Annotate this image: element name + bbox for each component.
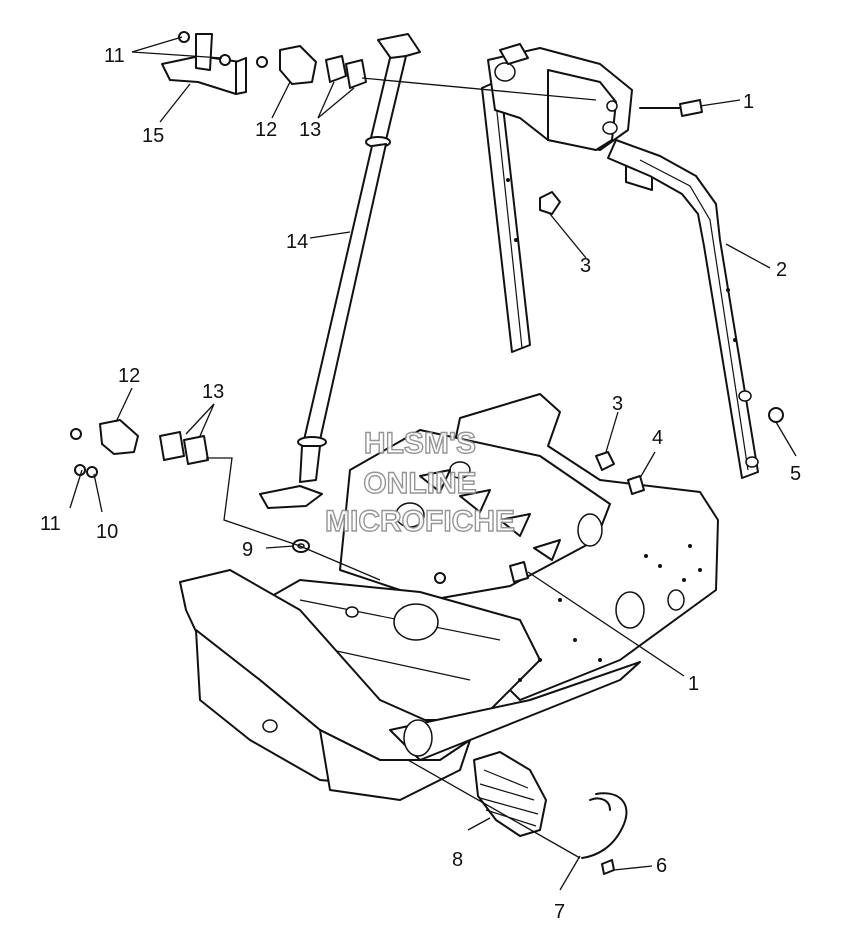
callout-12-left: 12 [118, 365, 140, 387]
bushings-top [256, 45, 367, 89]
bushings-left [70, 419, 209, 478]
callout-15: 15 [142, 125, 164, 147]
callout-3-upper: 3 [580, 255, 591, 277]
callout-5: 5 [790, 463, 801, 485]
callout-8: 8 [452, 849, 463, 871]
callout-7: 7 [554, 901, 565, 923]
callout-14: 14 [286, 231, 308, 253]
fasteners-frame [434, 451, 645, 584]
callout-11-top: 11 [104, 45, 125, 67]
boot-clamp [581, 792, 628, 859]
callout-1-top: 1 [743, 91, 754, 113]
callout-12-top: 12 [255, 119, 277, 141]
screw-6 [601, 859, 615, 875]
bolt-top [639, 99, 703, 117]
clip-upper [539, 191, 561, 215]
steering-post [259, 33, 421, 509]
watermark-line-3: MICROFICHE [325, 505, 515, 538]
callout-labels: 11 15 12 13 1 3 2 14 3 4 5 1 12 13 11 10… [40, 45, 801, 923]
bracket-15 [161, 31, 247, 95]
callout-1-bottom: 1 [688, 673, 699, 695]
watermark: HLSM'S ONLINE MICROFICHE [324, 426, 515, 538]
watermark-line-2: ONLINE [363, 467, 476, 500]
callout-3-lower: 3 [612, 393, 623, 415]
main-frame [179, 393, 719, 801]
callout-2: 2 [776, 259, 787, 281]
callout-13-top: 13 [299, 119, 321, 141]
callout-10: 10 [96, 521, 118, 543]
nut-5 [768, 407, 784, 423]
callout-6: 6 [656, 855, 667, 877]
roll-bar-frame [481, 43, 759, 479]
callout-11-left: 11 [40, 513, 61, 535]
leader-lines [69, 36, 797, 891]
steering-boot [473, 751, 547, 837]
watermark-line-1: HLSM'S [364, 427, 476, 460]
callout-13-left: 13 [202, 381, 224, 403]
callout-4: 4 [652, 427, 663, 449]
callout-9: 9 [242, 539, 253, 561]
